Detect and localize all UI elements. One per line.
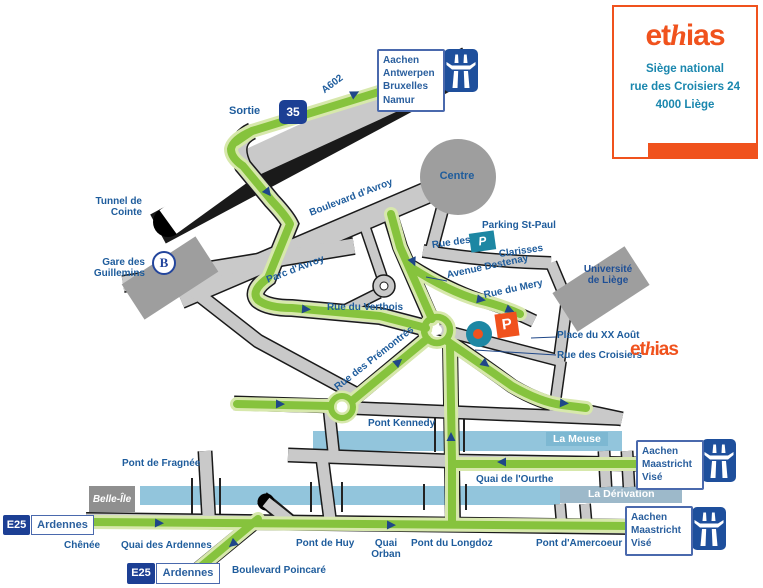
building-gare-guillemins: [121, 236, 219, 320]
motorway-icon-right: [702, 439, 736, 482]
label-la-meuse: La Meuse: [546, 432, 608, 446]
roundabout-premontres: [338, 403, 346, 411]
building-universite: [552, 246, 650, 332]
railway-station-icon: B: [152, 251, 176, 275]
roundabout-junction: [432, 325, 442, 335]
label-belle-ile: Belle-Île: [89, 486, 135, 512]
label-pont-longdoz: Pont du Longdoz: [411, 538, 493, 549]
label-pont-amercoeur: Pont d'Amercoeur: [536, 538, 623, 549]
label-poincare: Boulevard Poincaré: [232, 565, 326, 576]
sign-e25-left: E25: [3, 515, 30, 535]
label-parking-stpaul: Parking St-Paul: [482, 220, 556, 231]
label-pont-fragnee: Pont de Fragnée: [122, 458, 201, 469]
label-quai-ourthe: Quai de l'Ourthe: [476, 474, 554, 485]
label-derivation: La Dérivation: [588, 488, 655, 500]
river-meuse: [313, 431, 622, 451]
label-sortie: Sortie: [229, 105, 261, 117]
label-quai-ardennes: Quai des Ardennes: [121, 540, 212, 551]
leader-lines: [425, 276, 557, 356]
label-rue-des-croisiers: Rue des Croisiers: [557, 350, 643, 361]
route-arrows: [154, 91, 569, 548]
river-derivation: [560, 486, 682, 503]
ethias-logo: ethias: [645, 19, 725, 52]
sign-motorway-top: Aachen Antwerpen Bruxelles Namur: [377, 49, 445, 112]
exit-number-badge: 35: [279, 100, 307, 124]
logo-accent-bar: [648, 143, 756, 157]
sign-motorway-right: Aachen Maastricht Visé: [636, 440, 704, 490]
label-chenee: Chênée: [64, 540, 101, 551]
ethias-logo-card: ethias Siège national rue des Croisiers …: [612, 5, 758, 159]
sign-motorway-bottom: Aachen Maastricht Visé: [625, 506, 693, 556]
buildings: [121, 139, 650, 332]
label-quai-orban: Quai Orban: [371, 538, 401, 560]
label-gare-guillemins: Gare des Guillemins: [93, 257, 145, 279]
motorway-icon-top: [444, 49, 478, 92]
ethias-small-logo: ethias: [630, 339, 679, 360]
label-tunnel-cointe: Tunnel de Cointe: [95, 196, 142, 218]
motorway-icon-bottom: [692, 507, 726, 550]
label-centre: Centre: [439, 170, 475, 182]
sign-ardennes-left: Ardennes: [31, 515, 94, 535]
sign-e25-bottom: E25: [127, 563, 155, 584]
hq-address: Siège national rue des Croisiers 24 4000…: [630, 63, 740, 111]
ethias-location-marker: [466, 321, 492, 347]
parking-icon-stpaul: P: [468, 230, 497, 253]
sign-ardennes-bottom: Ardennes: [156, 563, 220, 584]
label-place-xx-aout: Place du XX Août: [557, 330, 640, 341]
label-pont-huy: Pont de Huy: [296, 538, 355, 549]
label-pont-kennedy: Pont Kennedy: [368, 418, 436, 429]
parking-icon-croisiers: P: [494, 311, 520, 339]
label-vertbois: Rue du Vertbois: [326, 302, 404, 313]
label-universite: Université de Liège: [583, 264, 633, 286]
centre-area: [420, 139, 496, 215]
